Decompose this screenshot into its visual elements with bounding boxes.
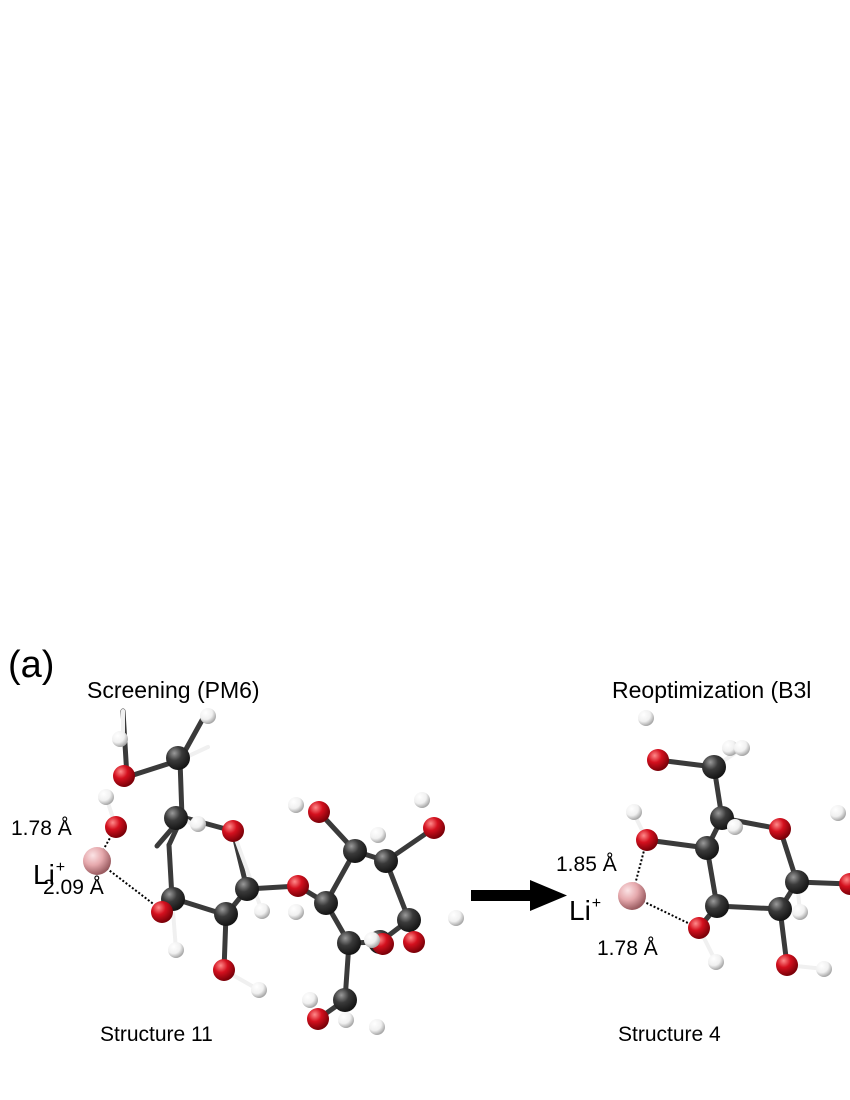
right-bonds — [644, 757, 850, 968]
right-distance-bottom: 1.78 Å — [597, 937, 658, 960]
right-molecule — [618, 710, 850, 977]
right-caption: Structure 4 — [618, 1023, 721, 1046]
left-atoms — [83, 708, 464, 1035]
left-ion-label: Li+ — [33, 860, 65, 889]
right-ion-charge: + — [591, 895, 602, 912]
panel-label: (a) — [8, 644, 55, 686]
left-distance-top: 1.78 Å — [11, 817, 72, 840]
left-caption: Structure 11 — [100, 1023, 213, 1046]
right-ion-symbol: Li — [569, 895, 591, 926]
right-li-contacts — [631, 842, 691, 925]
left-heading: Screening (PM6) — [87, 677, 260, 703]
right-distance-top: 1.85 Å — [556, 853, 617, 876]
right-heading: Reoptimization (B3l — [612, 677, 812, 703]
left-molecule — [83, 708, 464, 1035]
left-distance-bottom: 2.09 Å — [43, 876, 104, 899]
transition-arrow — [471, 880, 567, 911]
left-ion-symbol: Li — [33, 859, 55, 890]
right-ion-label: Li+ — [569, 896, 601, 925]
left-ion-charge: + — [55, 859, 66, 876]
right-hbonds — [631, 748, 826, 971]
right-atoms — [618, 710, 850, 977]
